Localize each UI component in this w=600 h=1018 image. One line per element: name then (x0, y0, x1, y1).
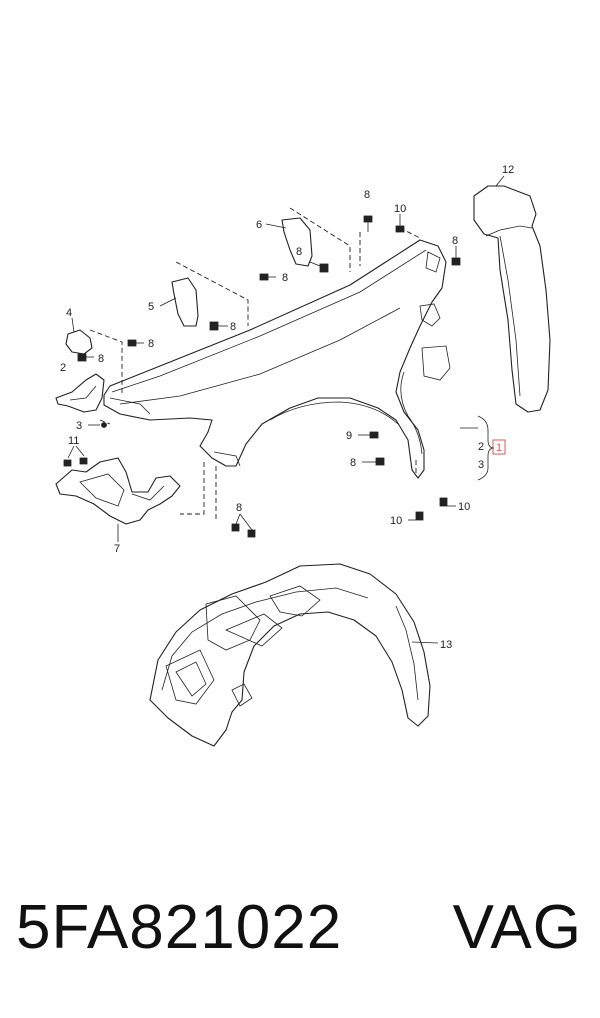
bracket-4 (65, 317, 93, 355)
bolt-icon (63, 445, 88, 467)
bolt-icon (439, 497, 456, 507)
callout-3: 3 (478, 459, 484, 471)
callout-13: 13 (440, 639, 452, 651)
assembly-guide-lines (89, 207, 421, 520)
callout-6: 6 (256, 219, 262, 231)
bolt-icon (358, 431, 379, 439)
callout-8: 8 (98, 353, 104, 365)
bolt-icon (395, 214, 405, 233)
callout-7: 7 (114, 543, 120, 555)
callout-8: 8 (452, 235, 458, 247)
callout-8: 8 (296, 246, 302, 258)
bolt-icon (231, 513, 256, 538)
callout-1: 1 (496, 442, 502, 454)
callout-9: 9 (346, 430, 352, 442)
bolt-icon (88, 422, 107, 428)
callout-10: 10 (458, 501, 470, 513)
callout-8: 8 (148, 338, 154, 350)
fender-panel (103, 239, 451, 479)
bolt-icon (209, 321, 228, 331)
callout-labels: 12 8 10 8 6 8 8 5 8 4 8 8 2 3 11 7 8 9 8… (60, 164, 514, 651)
bolt-icon (408, 511, 424, 521)
callout-8: 8 (350, 457, 356, 469)
bolt-icon (259, 273, 276, 281)
callout-5: 5 (148, 301, 154, 313)
callout-11: 11 (68, 435, 79, 447)
trim-strip-12 (473, 175, 551, 413)
wheel-arch-liner-13 (149, 563, 439, 747)
callout-3: 3 (76, 420, 82, 432)
bolt-icon (77, 353, 94, 362)
callout-2: 2 (60, 362, 66, 374)
part-number: 5FA821022 (16, 893, 343, 962)
callout-8: 8 (282, 272, 288, 284)
callout-4: 4 (66, 307, 72, 319)
callout-10: 10 (390, 515, 402, 527)
bolt-icon (309, 261, 329, 273)
callout-8: 8 (364, 189, 370, 201)
bolt-icon (451, 246, 461, 266)
callout-8: 8 (236, 502, 242, 514)
callout-8: 8 (230, 321, 236, 333)
bracket-5 (159, 277, 199, 327)
callout-10: 10 (394, 203, 406, 215)
parts-diagram: 12 8 10 8 6 8 8 5 8 4 8 8 2 3 11 7 8 9 8… (55, 164, 551, 747)
bracket-7 (55, 457, 181, 542)
bolt-icon (363, 215, 373, 232)
bracket-6 (265, 217, 313, 267)
fasteners (63, 214, 461, 538)
bolt-icon (127, 339, 144, 347)
bracket-2 (55, 373, 105, 413)
callout-12: 12 (502, 164, 514, 176)
highlight-box (492, 439, 506, 455)
assembly-bracket (460, 415, 506, 481)
callout-2: 2 (478, 441, 484, 453)
bolt-icon (362, 457, 385, 466)
brand-name: VAG (452, 893, 582, 962)
